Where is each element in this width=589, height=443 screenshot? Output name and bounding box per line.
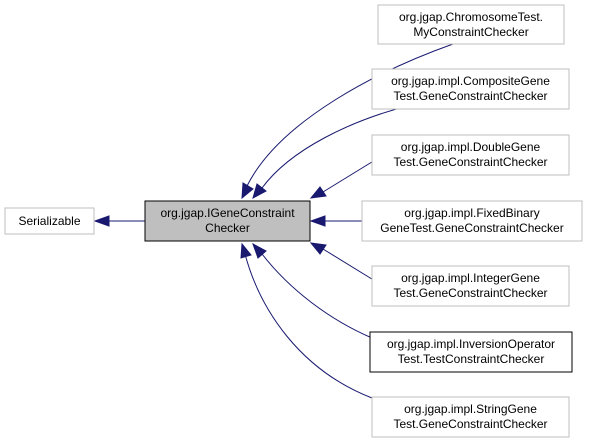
node-chromosome-test-line1: org.jgap.ChromosomeTest. bbox=[399, 10, 543, 24]
node-fixed-binary-gene-test-line2: GeneTest.GeneConstraintChecker bbox=[380, 221, 563, 235]
node-inversion-operator-test-line1: org.jgap.impl.InversionOperator bbox=[387, 337, 555, 351]
edge-string-gene-test bbox=[244, 253, 373, 399]
node-composite-gene-test-line1: org.jgap.impl.CompositeGene bbox=[391, 74, 550, 88]
node-string-gene-test[interactable]: org.jgap.impl.StringGene Test.GeneConstr… bbox=[371, 396, 570, 438]
node-igene-constraint-checker-line1: org.jgap.IGeneConstraint bbox=[160, 206, 295, 220]
node-chromosome-test-line2: MyConstraintChecker bbox=[413, 25, 528, 39]
node-igene-constraint-checker-line2: Checker bbox=[205, 221, 250, 235]
arrowhead-integer-gene-test bbox=[309, 242, 327, 255]
node-serializable-label: Serializable bbox=[18, 214, 80, 228]
edge-composite-gene-test bbox=[261, 103, 416, 189]
node-double-gene-test[interactable]: org.jgap.impl.DoubleGene Test.GeneConstr… bbox=[371, 134, 570, 176]
edge-integer-gene-test bbox=[322, 248, 381, 285]
arrowhead-chromosome-test bbox=[241, 182, 254, 200]
edge-double-gene-test bbox=[322, 156, 381, 193]
arrowhead-inversion-operator-test bbox=[252, 242, 267, 259]
node-chromosome-test[interactable]: org.jgap.ChromosomeTest. MyConstraintChe… bbox=[377, 4, 565, 45]
node-chromosome-test-box bbox=[377, 4, 565, 45]
node-integer-gene-test-line1: org.jgap.impl.IntegerGene bbox=[401, 271, 540, 285]
arrowhead-serializable bbox=[93, 215, 110, 227]
node-double-gene-test-line2: Test.GeneConstraintChecker bbox=[393, 155, 547, 169]
node-igene-constraint-checker[interactable]: org.jgap.IGeneConstraint Checker bbox=[144, 200, 311, 242]
node-serializable[interactable]: Serializable bbox=[4, 207, 95, 235]
node-fixed-binary-gene-test[interactable]: org.jgap.impl.FixedBinary GeneTest.GeneC… bbox=[361, 200, 583, 242]
edge-inversion-operator-test bbox=[261, 253, 373, 339]
node-serializable-box bbox=[4, 207, 95, 235]
node-inversion-operator-test-line2: Test.TestConstraintChecker bbox=[398, 352, 545, 366]
node-composite-gene-test-line2: Test.GeneConstraintChecker bbox=[393, 89, 547, 103]
arrowhead-double-gene-test bbox=[309, 186, 327, 199]
edges bbox=[108, 43, 454, 399]
node-integer-gene-test[interactable]: org.jgap.impl.IntegerGene Test.GeneConst… bbox=[371, 265, 570, 307]
node-string-gene-test-line2: Test.GeneConstraintChecker bbox=[393, 417, 547, 431]
node-igene-constraint-checker-box bbox=[144, 200, 311, 242]
arrowhead-fixed-binary-gene-test bbox=[309, 215, 326, 227]
edge-chromosome-test bbox=[246, 43, 454, 187]
node-string-gene-test-line1: org.jgap.impl.StringGene bbox=[404, 402, 537, 416]
node-fixed-binary-gene-test-line1: org.jgap.impl.FixedBinary bbox=[404, 206, 539, 220]
arrowhead-composite-gene-test bbox=[252, 183, 267, 200]
node-integer-gene-test-line2: Test.GeneConstraintChecker bbox=[393, 286, 547, 300]
arrowhead-string-gene-test bbox=[240, 242, 252, 259]
node-integer-gene-test-box bbox=[371, 265, 570, 307]
node-fixed-binary-gene-test-box bbox=[361, 200, 583, 242]
node-composite-gene-test[interactable]: org.jgap.impl.CompositeGene Test.GeneCon… bbox=[371, 68, 570, 110]
node-string-gene-test-box bbox=[371, 396, 570, 438]
node-composite-gene-test-box bbox=[371, 68, 570, 110]
node-double-gene-test-line1: org.jgap.impl.DoubleGene bbox=[401, 140, 541, 154]
node-inversion-operator-test-box bbox=[369, 331, 573, 373]
node-double-gene-test-box bbox=[371, 134, 570, 176]
arrowheads bbox=[93, 182, 327, 259]
node-inversion-operator-test[interactable]: org.jgap.impl.InversionOperator Test.Tes… bbox=[369, 331, 573, 373]
